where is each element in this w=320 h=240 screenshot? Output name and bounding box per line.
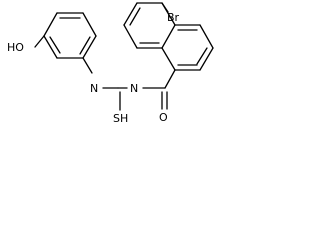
- amine-right-label: N: [130, 82, 138, 95]
- bond: [199, 24, 214, 49]
- bromo-label: Br: [167, 11, 180, 24]
- bond: [43, 12, 58, 37]
- bond: [164, 69, 176, 89]
- bond: [43, 35, 58, 59]
- bond: [161, 47, 176, 71]
- bond-lines: [34, 2, 214, 111]
- bond: [49, 36, 61, 54]
- amine-left-label: N: [90, 82, 98, 95]
- bond: [82, 12, 97, 37]
- bond: [79, 36, 91, 55]
- bond: [34, 35, 45, 48]
- carbonyl-oxygen-label: O: [159, 111, 168, 124]
- bond: [161, 24, 176, 49]
- bond: [82, 57, 93, 74]
- bond: [82, 35, 97, 59]
- bond: [199, 47, 214, 71]
- hydroxyl-label: HO: [7, 41, 24, 54]
- bond: [123, 24, 138, 49]
- bond: [129, 7, 141, 26]
- molecule-structure-diagram: HO N H N H SH O Br: [7, 2, 214, 125]
- bond: [123, 2, 138, 26]
- bond: [196, 47, 208, 65]
- bond: [161, 2, 169, 13]
- atom-labels: HO N H N H SH O Br: [7, 11, 180, 125]
- thiol-label: SH: [113, 112, 128, 125]
